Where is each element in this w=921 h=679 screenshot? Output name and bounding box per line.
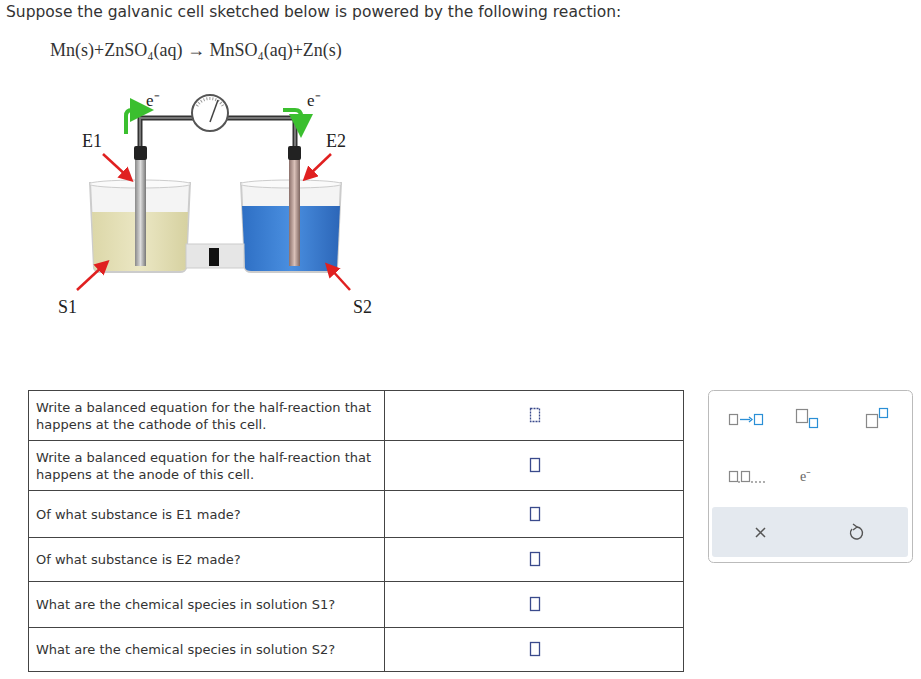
table-cell: What are the chemical species in solutio…	[36, 582, 376, 627]
toolbar-button: e⁻	[800, 466, 811, 485]
table-cell: Of what substance is E2 made?	[36, 538, 376, 581]
table-cell: Of what substance is E1 made?	[36, 491, 376, 537]
electron-label: e⁻	[146, 88, 160, 111]
table-cell: Write a balanced equation for the half-r…	[36, 391, 376, 440]
callout-label: S1	[58, 297, 77, 318]
reaction-equation: Mn(s)+ZnSO₄(aq) → MnSO₄(aq)+Zn(s)	[50, 40, 342, 61]
question-title: Suppose the galvanic cell sketched below…	[6, 3, 621, 21]
callout-label: E2	[326, 131, 346, 152]
callout-label: S2	[353, 297, 372, 318]
table-cell: What are the chemical species in solutio…	[36, 628, 376, 671]
table-cell: Write a balanced equation for the half-r…	[36, 441, 376, 490]
callout-label: E1	[82, 131, 102, 152]
electron-label: e⁻	[307, 88, 321, 111]
